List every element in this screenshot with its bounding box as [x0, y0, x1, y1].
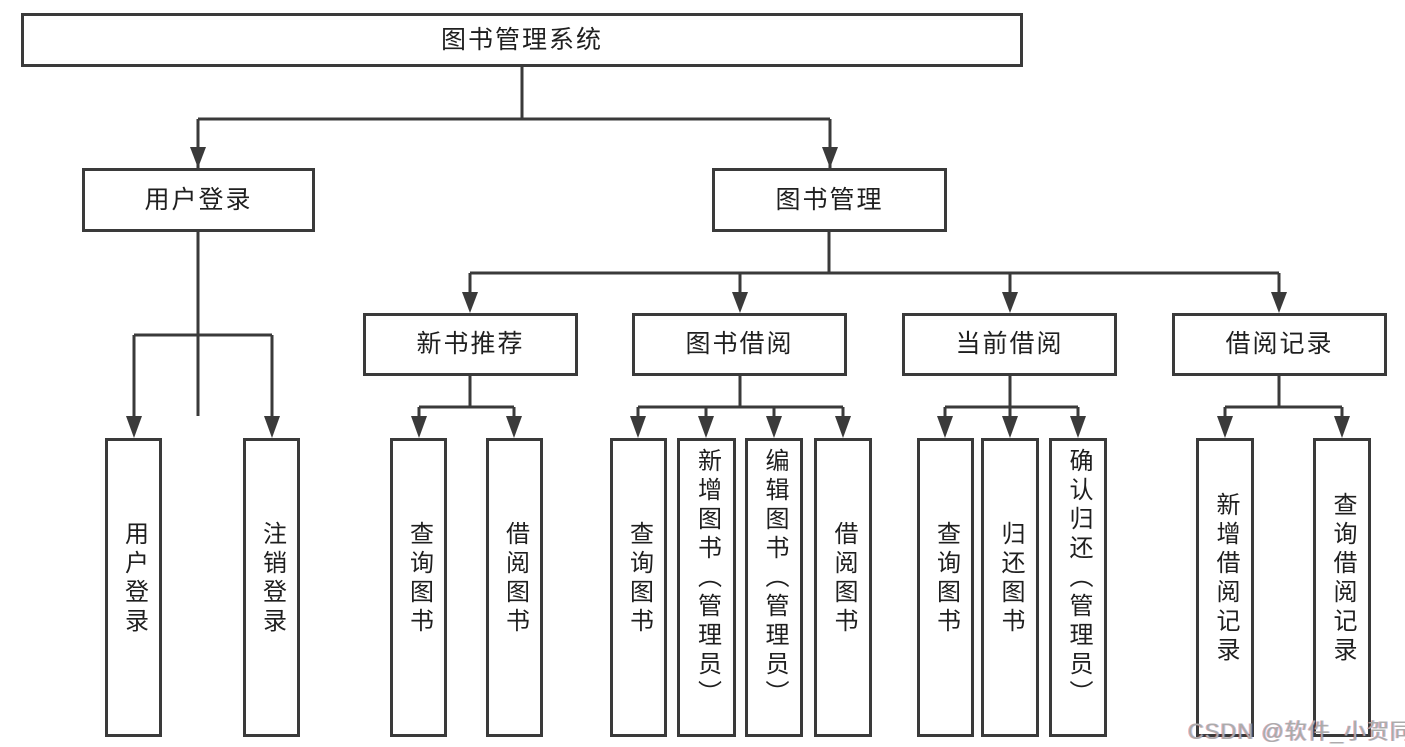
arrowhead [462, 292, 478, 313]
arrowhead [1002, 292, 1018, 313]
leaf-logout: 注销登录 [243, 438, 300, 737]
leaf-label: 查询图书 [625, 520, 653, 637]
leaf-label: 借阅图书 [501, 520, 529, 637]
leaf-query-books-current: 查询图书 [917, 438, 974, 737]
arrowhead [506, 416, 522, 438]
leaf-borrow-books-recommend: 借阅图书 [486, 438, 543, 737]
node-user-login: 用户登录 [82, 168, 315, 232]
leaf-label: 注销登录 [258, 520, 286, 637]
leaf-label: 编辑图书（管理员） [761, 448, 788, 709]
connector-borrow-leaves [636, 376, 845, 418]
arrowhead [1070, 416, 1086, 438]
arrowhead [264, 416, 280, 438]
node-book-borrow: 图书借阅 [632, 313, 847, 376]
leaf-label: 查询借阅记录 [1329, 491, 1356, 666]
connector-bookmgmt-l3 [468, 232, 1281, 294]
arrowhead [766, 416, 782, 438]
leaf-return-books: 归还图书 [981, 438, 1039, 737]
leaf-label: 新增图书（管理员） [693, 448, 721, 709]
node-current-borrow: 当前借阅 [902, 313, 1117, 376]
node-label: 新书推荐 [416, 330, 525, 358]
arrowhead [835, 416, 851, 438]
leaf-query-books-recommend: 查询图书 [390, 438, 447, 737]
leaf-query-borrow-record: 查询借阅记录 [1313, 438, 1371, 737]
node-label: 借阅记录 [1225, 330, 1334, 358]
watermark: CSDN @软件_小贺同学 [1188, 719, 1405, 744]
leaf-label: 查询图书 [932, 520, 960, 637]
arrowhead [1217, 416, 1233, 438]
node-label: 用户登录 [144, 185, 253, 214]
leaf-borrow-books: 借阅图书 [814, 438, 872, 737]
arrowhead [630, 416, 646, 438]
node-new-book-recommend: 新书推荐 [363, 313, 578, 376]
leaf-label: 用户登录 [120, 520, 148, 637]
leaf-edit-books-admin: 编辑图书（管理员） [745, 438, 803, 737]
leaf-user-login: 用户登录 [105, 438, 162, 737]
connector-current-leaves [943, 376, 1080, 418]
arrowhead [126, 416, 142, 438]
leaf-label: 归还图书 [997, 520, 1024, 637]
node-book-management: 图书管理 [712, 168, 947, 232]
leaf-confirm-return-admin: 确认归还（管理员） [1049, 438, 1107, 737]
node-label: 图书管理系统 [440, 25, 603, 54]
arrowhead [411, 416, 427, 438]
node-borrow-records: 借阅记录 [1172, 313, 1387, 376]
node-label: 图书管理 [775, 185, 884, 214]
leaf-add-borrow-record: 新增借阅记录 [1196, 438, 1254, 737]
connector-root-l2 [196, 66, 832, 416]
leaf-label: 借阅图书 [830, 520, 857, 637]
connector-newbooks-leaves [417, 376, 516, 418]
arrowhead [698, 416, 714, 438]
leaf-query-books-borrow: 查询图书 [610, 438, 667, 737]
connector-userlogin-leaves [132, 232, 274, 418]
connector-records-leaves [1223, 376, 1344, 418]
arrowhead [822, 147, 838, 168]
arrowhead [1002, 416, 1018, 438]
arrowhead [937, 416, 953, 438]
arrowhead [732, 292, 748, 313]
leaf-add-books-admin: 新增图书（管理员） [677, 438, 736, 737]
leaf-label: 确认归还（管理员） [1065, 448, 1092, 709]
node-label: 当前借阅 [955, 330, 1064, 358]
node-label: 图书借阅 [685, 330, 794, 358]
leaf-label: 新增借阅记录 [1212, 491, 1239, 666]
node-root-system: 图书管理系统 [21, 13, 1023, 67]
leaf-label: 查询图书 [405, 520, 433, 637]
arrowhead [190, 147, 206, 168]
arrowhead [1271, 292, 1287, 313]
arrowhead [1334, 416, 1350, 438]
